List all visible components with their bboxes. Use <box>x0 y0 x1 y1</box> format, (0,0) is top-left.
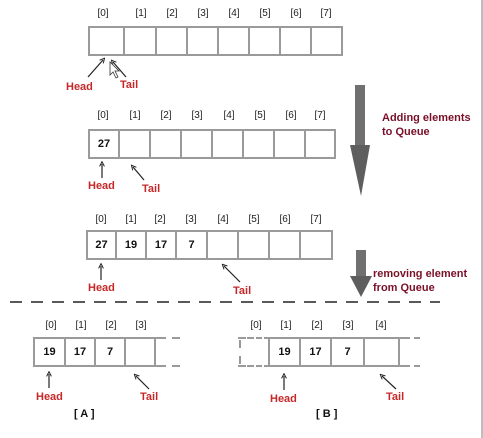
down-arrow-icon <box>350 85 370 196</box>
index-label: [0] <box>97 8 109 19</box>
index-label: [4] <box>223 110 235 121</box>
queue-cell <box>180 129 213 159</box>
index-label: [7] <box>320 8 332 19</box>
index-label: [2] <box>166 8 178 19</box>
queue-cell: 17 <box>299 337 332 367</box>
index-label: [5] <box>254 110 266 121</box>
queue-cell: 27 <box>86 230 117 260</box>
index-label: [1] <box>75 320 87 331</box>
index-label: [3] <box>197 8 209 19</box>
queue-cell <box>124 337 156 367</box>
tail-pointer-arrow <box>113 62 127 78</box>
index-label: [6] <box>279 214 291 225</box>
index-label: [4] <box>375 320 387 331</box>
index-label: [5] <box>259 8 271 19</box>
queue-cell <box>149 129 182 159</box>
queue-cell <box>310 26 343 56</box>
head-label: Head <box>66 81 93 93</box>
tail-pointer-arrow <box>136 376 150 390</box>
index-label: [5] <box>248 214 260 225</box>
index-label: [0] <box>97 110 109 121</box>
queue-cell <box>123 26 157 56</box>
head-label: Head <box>36 391 63 403</box>
queue-cell <box>211 129 244 159</box>
cursor-icon <box>109 61 120 79</box>
tail-label: Tail <box>120 79 139 91</box>
tail-pointer-arrow <box>224 266 241 283</box>
index-label: [7] <box>310 214 322 225</box>
tail-label: Tail <box>142 183 161 195</box>
queue-cell <box>268 230 301 260</box>
index-label: [2] <box>154 214 166 225</box>
queue-cell <box>186 26 219 56</box>
index-label: [2] <box>311 320 323 331</box>
index-label: [2] <box>105 320 117 331</box>
tail-label: Tail <box>386 391 405 403</box>
head-label: Head <box>270 393 297 405</box>
head-pointer-arrow <box>87 60 103 78</box>
tail-label: Tail <box>233 285 252 297</box>
index-label: [3] <box>135 320 147 331</box>
note-adding: Adding elements to Queue <box>382 112 471 138</box>
tail-label: Tail <box>140 391 159 403</box>
index-label: [2] <box>160 110 172 121</box>
index-label: [0] <box>250 320 262 331</box>
index-label: [1] <box>280 320 292 331</box>
index-label: [0] <box>45 320 57 331</box>
down-arrow-icon <box>350 250 372 297</box>
index-label: [1] <box>125 214 137 225</box>
caption-b: [ B ] <box>316 408 338 420</box>
queue-cell <box>363 337 400 367</box>
head-label: Head <box>88 180 115 192</box>
queue-cell <box>248 26 281 56</box>
index-label: [0] <box>95 214 107 225</box>
index-label: [6] <box>290 8 302 19</box>
index-label: [3] <box>342 320 354 331</box>
index-label: [4] <box>228 8 240 19</box>
queue-cell <box>304 129 336 159</box>
queue-cell: 17 <box>64 337 96 367</box>
index-label: [7] <box>314 110 326 121</box>
queue-cell: 17 <box>145 230 177 260</box>
tail-pointer-arrow <box>133 167 145 181</box>
index-label: [3] <box>191 110 203 121</box>
head-label: Head <box>88 282 115 294</box>
queue-cell: 7 <box>175 230 208 260</box>
note-removing: removing element from Queue <box>373 268 468 294</box>
index-label: [1] <box>129 110 141 121</box>
queue-cell <box>118 129 151 159</box>
index-label: [6] <box>285 110 297 121</box>
tail-pointer-arrow <box>382 376 397 390</box>
caption-a: [ A ] <box>74 408 95 420</box>
queue-cell <box>299 230 333 260</box>
index-label: [3] <box>185 214 197 225</box>
index-label: [4] <box>217 214 229 225</box>
index-label: [1] <box>135 8 147 19</box>
